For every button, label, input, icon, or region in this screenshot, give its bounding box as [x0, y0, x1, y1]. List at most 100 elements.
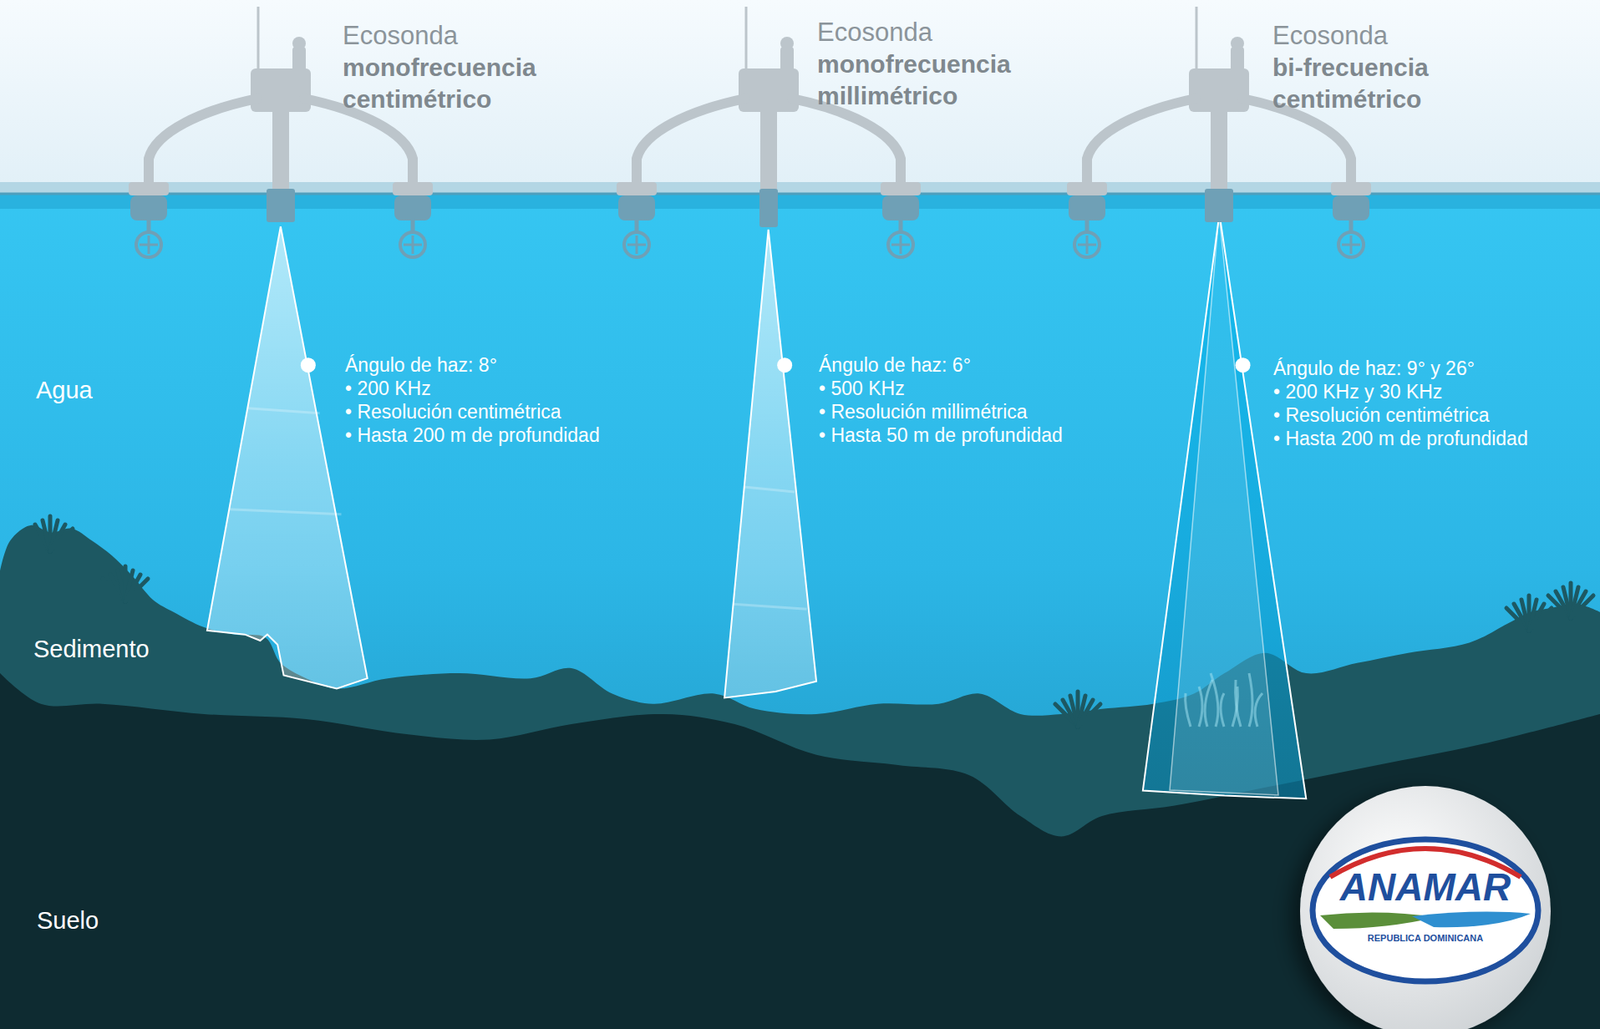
device-type: Ecosonda — [817, 16, 1068, 49]
beam-angle: Ángulo de haz: 8° — [345, 353, 600, 377]
info-dot — [777, 357, 793, 373]
info-dot — [300, 357, 316, 373]
spec-item: • Resolución millimétrica — [818, 400, 1063, 424]
control-box — [738, 68, 799, 112]
propeller — [1338, 232, 1364, 258]
float — [1330, 182, 1372, 196]
layer-label: Suelo — [36, 907, 99, 935]
float — [392, 182, 433, 196]
spec-item: • 200 KHz — [345, 376, 600, 401]
float-hull — [130, 195, 168, 221]
device-type: Ecosonda — [342, 20, 594, 52]
sonar-beam-inner — [1169, 213, 1279, 796]
float-hull — [882, 195, 920, 221]
transducer — [266, 188, 295, 223]
transducer-pole — [1210, 110, 1228, 190]
coral-branch — [125, 579, 148, 602]
propeller — [400, 232, 426, 258]
transducer — [1204, 188, 1234, 223]
propeller-blade — [899, 235, 903, 254]
propeller-blade — [147, 235, 151, 254]
seaweed — [1249, 673, 1253, 727]
beam-angle: Ángulo de haz: 6° — [818, 353, 1063, 377]
float — [616, 182, 657, 196]
seaweed — [1254, 693, 1263, 727]
water — [0, 190, 1600, 1029]
spec-item: • Hasta 200 m de profundidad — [1273, 426, 1529, 451]
seaweed — [1210, 673, 1219, 727]
logo-wordmark: ANAMAR — [1300, 865, 1551, 910]
echosounder-title: Ecosondamonofrecuencia centimétrico — [342, 20, 594, 116]
prop-shaft — [1085, 218, 1090, 233]
propeller — [136, 232, 162, 258]
device-model: bi-frecuencia centimétrico — [1272, 51, 1524, 116]
logo-oval — [1312, 839, 1539, 982]
layer-label: Agua — [35, 376, 93, 405]
float-hull — [1068, 195, 1106, 221]
arm — [1086, 98, 1196, 186]
spec-item: • 500 KHz — [818, 376, 1063, 401]
float — [1066, 182, 1108, 196]
control-box — [1188, 68, 1250, 112]
float-hull — [1332, 195, 1370, 221]
coral-branch — [1570, 595, 1594, 619]
spec-item: • Hasta 50 m de profundidad — [818, 423, 1063, 447]
propeller — [624, 232, 650, 258]
beam-band — [744, 487, 795, 493]
spec-item: • Resolución centimétrica — [1273, 403, 1529, 427]
sky — [0, 0, 1600, 201]
float-hull — [618, 195, 656, 221]
info-dot — [1235, 357, 1251, 373]
sonar-beam — [724, 229, 817, 699]
gps-mount — [292, 46, 306, 72]
logo-country: REPUBLICA DOMINICANA — [1300, 933, 1551, 945]
beam-band — [733, 604, 808, 610]
beam-specs: Ángulo de haz: 9° y 26°• 200 KHz y 30 KH… — [1273, 356, 1529, 451]
transducer-pole — [760, 110, 778, 190]
transducer — [759, 188, 778, 228]
spec-item: • 200 KHz y 30 KHz — [1273, 380, 1529, 404]
float — [128, 182, 169, 196]
device-model: monofrecuencia millimétrico — [817, 48, 1068, 112]
propeller-blade — [411, 235, 415, 254]
device-model: monofrecuencia centimétrico — [342, 51, 594, 116]
antenna — [1195, 6, 1199, 77]
control-box — [250, 68, 311, 112]
arm — [148, 98, 258, 186]
sonar-beam — [1142, 213, 1306, 799]
transducer-pole — [272, 110, 290, 190]
propeller-blade — [635, 235, 639, 254]
antenna — [257, 6, 260, 77]
float-hull — [394, 195, 432, 221]
beam-angle: Ángulo de haz: 9° y 26° — [1273, 356, 1529, 381]
coral-branch — [50, 528, 73, 552]
coral-branch — [1077, 704, 1101, 727]
float — [880, 182, 921, 196]
logo-disc — [1300, 786, 1551, 1029]
echosounder-title: Ecosondamonofrecuencia millimétrico — [817, 16, 1068, 112]
beam-specs: Ángulo de haz: 8°• 200 KHz• Resolución c… — [345, 353, 600, 447]
logo — [1300, 786, 1551, 1029]
layer-label: Sedimento — [33, 635, 150, 664]
prop-shaft — [1349, 218, 1354, 233]
logo-green-swoosh — [1320, 912, 1438, 930]
propeller — [888, 232, 914, 258]
prop-shaft — [634, 218, 640, 233]
coral-branch — [1528, 608, 1552, 631]
device-type: Ecosonda — [1272, 20, 1524, 52]
spec-item: • Resolución centimétrica — [345, 400, 600, 424]
beam-band — [247, 408, 320, 414]
sonar-beam — [207, 226, 368, 689]
seaweed — [1198, 686, 1203, 727]
seaweed — [1235, 680, 1241, 727]
propeller — [1074, 232, 1100, 258]
beam-specs: Ángulo de haz: 6°• 500 KHz• Resolución m… — [818, 353, 1063, 447]
echosounder-title: Ecosondabi-frecuencia centimétrico — [1272, 20, 1524, 116]
prop-shaft — [899, 218, 904, 233]
seaweed — [1204, 680, 1213, 727]
prop-shaft — [147, 218, 152, 233]
propeller-blade — [1350, 235, 1353, 254]
gps-mount — [1230, 46, 1245, 72]
antenna — [745, 6, 748, 77]
